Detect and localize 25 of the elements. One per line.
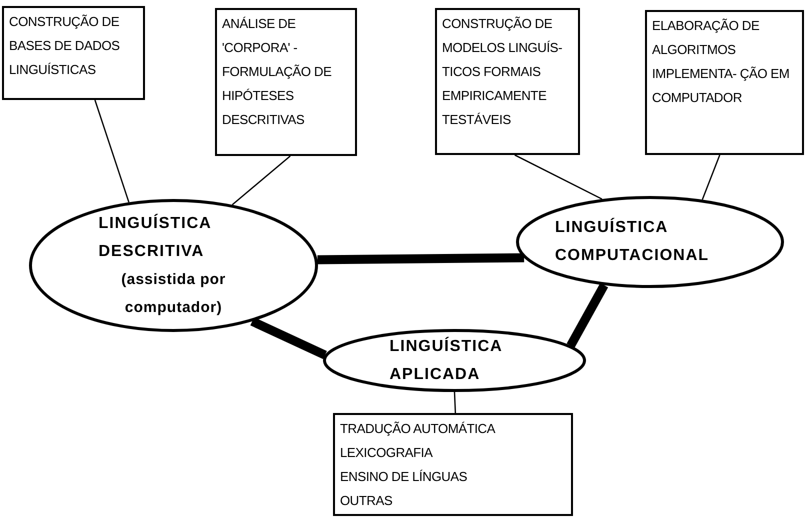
box-text: CONSTRUÇÃO DE BASES DE DADOS LINGUÍSTICAS bbox=[9, 13, 121, 79]
connector-line bbox=[94, 100, 130, 202]
text-box bbox=[333, 413, 573, 516]
node-title: LINGUÍSTICA COMPUTACIONAL bbox=[555, 216, 710, 266]
text-box bbox=[2, 6, 145, 100]
connector-line bbox=[702, 154, 720, 200]
box-text: LEXICOGRAFIA bbox=[340, 444, 434, 462]
node-subtitle: (assistida por computador) bbox=[120, 270, 227, 318]
box-text: ANÁLISE DE 'CORPORA' - FORMULAÇÃO DE HIPÓTESES DESCRITIVAS bbox=[222, 15, 333, 129]
node-title: LINGUÍSTICA DESCRITIVA bbox=[98, 212, 212, 262]
node-title: LINGUÍSTICA APLICADA bbox=[390, 336, 504, 384]
connector-line bbox=[566, 283, 608, 348]
connector-line bbox=[454, 392, 456, 414]
box-text: OUTRAS bbox=[340, 492, 394, 510]
connector-line bbox=[514, 154, 602, 200]
text-box bbox=[435, 8, 580, 155]
box-text: ENSINO DE LÍNGUAS bbox=[340, 468, 468, 486]
connector-line bbox=[232, 156, 291, 206]
box-text: TRADUÇÃO AUTOMÁTICA bbox=[340, 420, 496, 438]
text-box bbox=[645, 10, 804, 155]
connector-line bbox=[250, 317, 327, 360]
box-text: ELABORAÇÃO DE ALGORITMOS IMPLEMENTA- ÇÃO EM COMPUTADOR bbox=[652, 17, 790, 107]
text-box bbox=[215, 8, 357, 156]
connector-line bbox=[317, 253, 524, 264]
box-text: CONSTRUÇÃO DE MODELOS LINGUÍS- TICOS FORMAIS EMPIRICAMENTE TESTÁVEIS bbox=[442, 15, 564, 129]
